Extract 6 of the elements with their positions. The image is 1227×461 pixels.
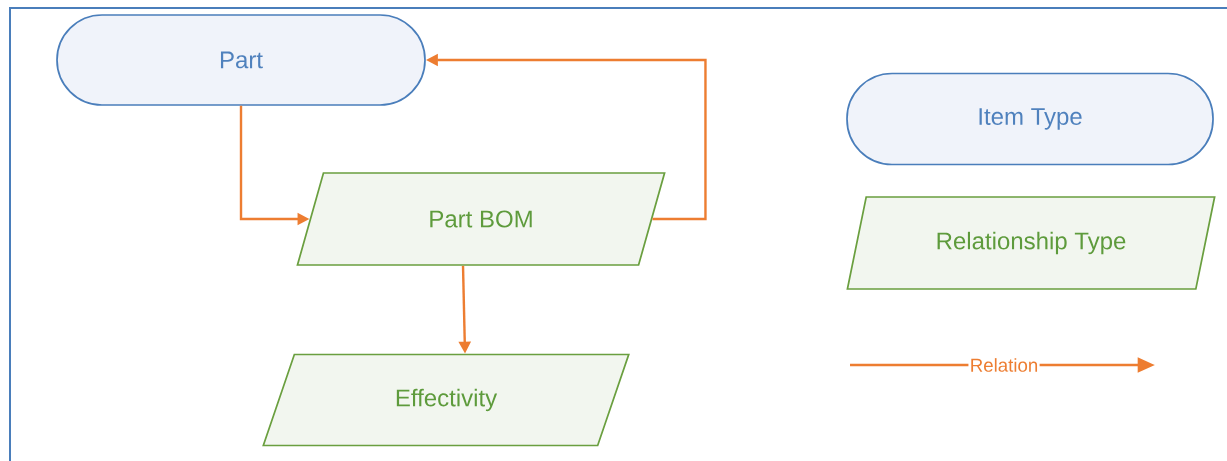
item-type-box: Part [56, 14, 426, 106]
legend-relationship-parallelogram: Relationship Type [846, 196, 1216, 290]
relationship-parallelogram: Effectivity [262, 353, 630, 447]
legend-label: Relation [968, 356, 1040, 374]
legend-item-type-box: Item Type [846, 72, 1214, 166]
relationship-parallelogram: Part BOM [296, 172, 666, 266]
